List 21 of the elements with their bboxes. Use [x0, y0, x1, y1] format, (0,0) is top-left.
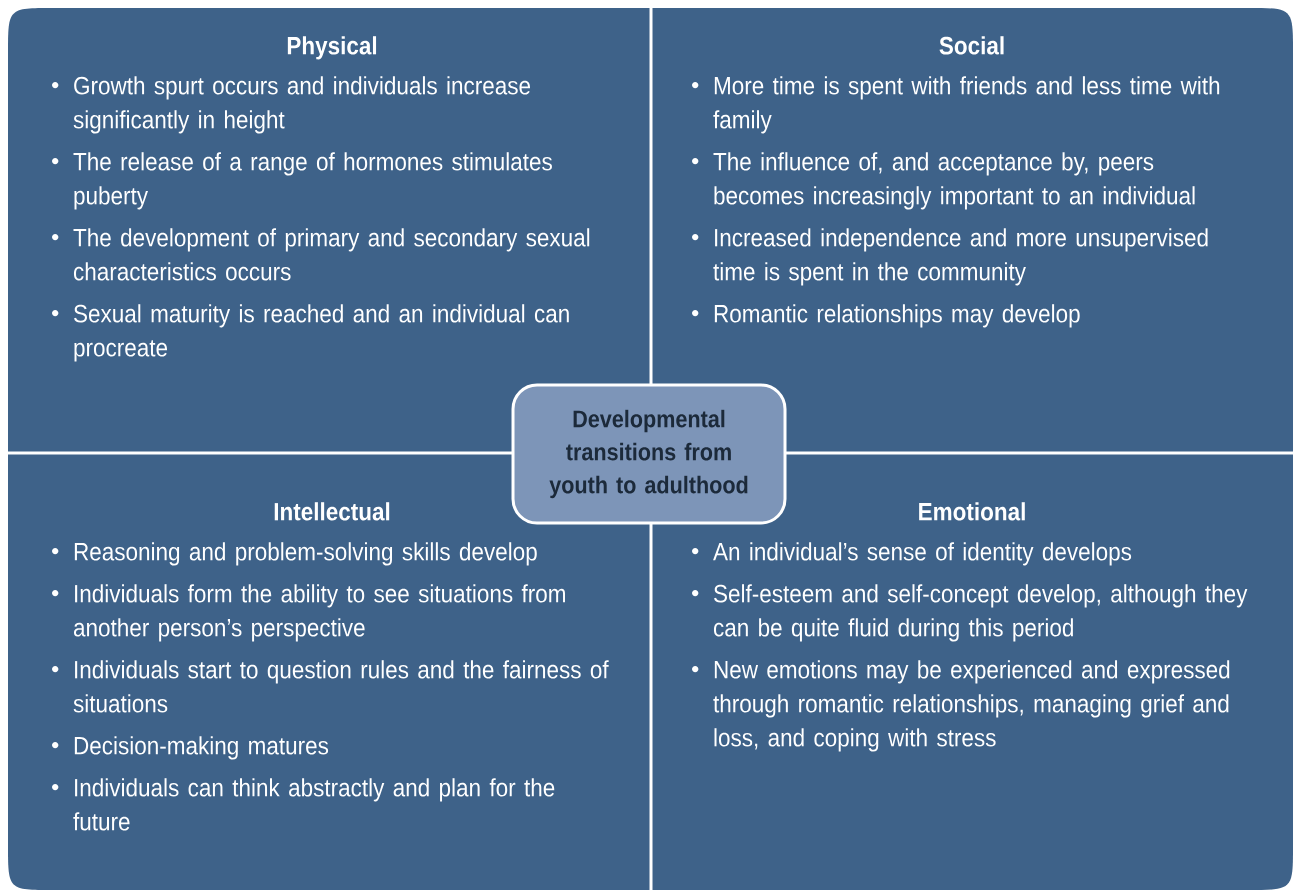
heading: Physical: [287, 36, 377, 60]
bullet-item: Romantic relationships may develop: [692, 304, 1080, 328]
bullet-item: An individual’s sense of identity develops: [692, 542, 1132, 566]
bullet-item: Decision-making matures: [52, 736, 329, 760]
bullet-item: The release of a range of hormones stimulates puberty: [52, 152, 552, 210]
bullet-item: Self-esteem and self-concept develop, although they can be quite fluid during this period: [692, 584, 1248, 642]
bullet-item: More time is spent with friends and less time with family: [692, 76, 1220, 134]
bullet-item: Reasoning and problem-solving skills develop: [52, 542, 537, 566]
bullet-item: Individuals form the ability to see situations from another person’s perspective: [52, 584, 565, 642]
bullet-item: Sexual maturity is reached and an individual can procreate: [52, 304, 569, 362]
heading: Emotional: [919, 502, 1025, 521]
bullet-item: The influence of, and acceptance by, peers becomes increasingly important to an individual: [692, 152, 1195, 210]
bullet-item: Individuals can think abstractly and plan for the future: [52, 778, 555, 831]
bullet-item: Increased independence and more unsupervised time is spent in the community: [692, 228, 1208, 286]
center-box: Developmental transitions from youth to adulthood: [511, 383, 787, 525]
bullet-item: Individuals start to question rules and the fairness of situations: [52, 660, 609, 713]
bullet-item: New emotions may be experienced and expressed through romantic relationships, managing grief and loss, and coping with stress: [692, 660, 1230, 752]
heading: Social: [939, 36, 1004, 55]
heading: Intellectual: [274, 502, 390, 521]
bullet-item: The development of primary and secondary sexual characteristics occurs: [52, 228, 590, 281]
bullet-item: Growth spurt occurs and individuals increase significantly in height: [52, 76, 531, 134]
